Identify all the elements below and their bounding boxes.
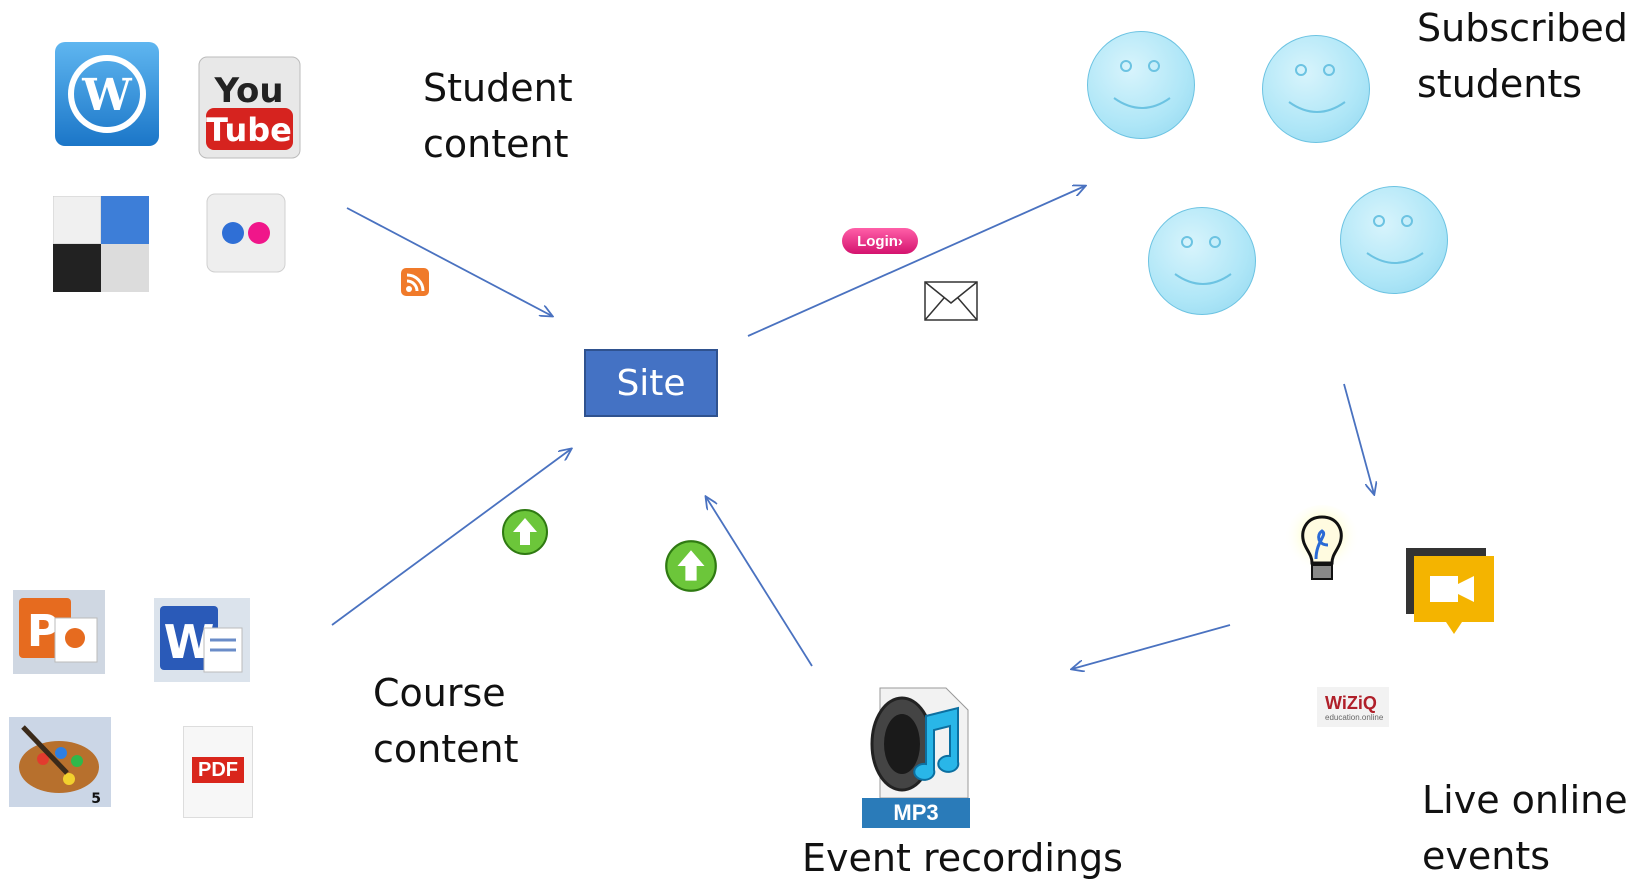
svg-text:5: 5	[91, 791, 101, 807]
word-icon: W	[154, 598, 250, 682]
mp3-audio-icon	[870, 687, 969, 798]
svg-text:P: P	[27, 606, 59, 657]
hangouts-video-icon	[1406, 548, 1494, 634]
smiley-face-icon	[1087, 31, 1195, 139]
smiley-face-icon	[1340, 186, 1448, 294]
wordpress-icon: W	[55, 42, 159, 146]
lightbulb-icon	[1284, 505, 1360, 581]
wiziq-logo: WiZiQ education.online	[1317, 687, 1389, 727]
arrow-course-to-site	[331, 449, 571, 626]
mp3-label: MP3	[862, 798, 970, 828]
mail-icon	[924, 281, 978, 321]
upload-arrow-icon	[502, 509, 548, 555]
arrow-live-to-recordings	[1072, 624, 1231, 669]
upload-arrow-icon	[665, 540, 717, 592]
pdf-icon: PDF	[183, 726, 253, 818]
event-recordings-label: Event recordings	[802, 836, 1123, 880]
arrow-student-to-site	[346, 207, 552, 316]
site-node: Site	[584, 349, 718, 417]
login-badge: Login›	[842, 228, 918, 254]
svg-text:Tube: Tube	[206, 111, 292, 149]
arrow-site-to-students	[747, 186, 1085, 337]
youtube-icon: You Tube	[198, 56, 301, 159]
smiley-face-icon	[1148, 207, 1256, 315]
svg-text:W: W	[81, 70, 132, 121]
flickr-icon	[206, 193, 286, 273]
powerpoint-icon: P	[13, 590, 105, 674]
arrow-recordings-to-site	[706, 497, 813, 667]
delicious-icon	[53, 196, 149, 292]
paint-palette-icon: 5	[9, 717, 111, 807]
arrow-students-to-live	[1343, 383, 1374, 494]
smiley-face-icon	[1262, 35, 1370, 143]
svg-text:You: You	[213, 71, 283, 111]
rss-icon	[401, 268, 429, 296]
